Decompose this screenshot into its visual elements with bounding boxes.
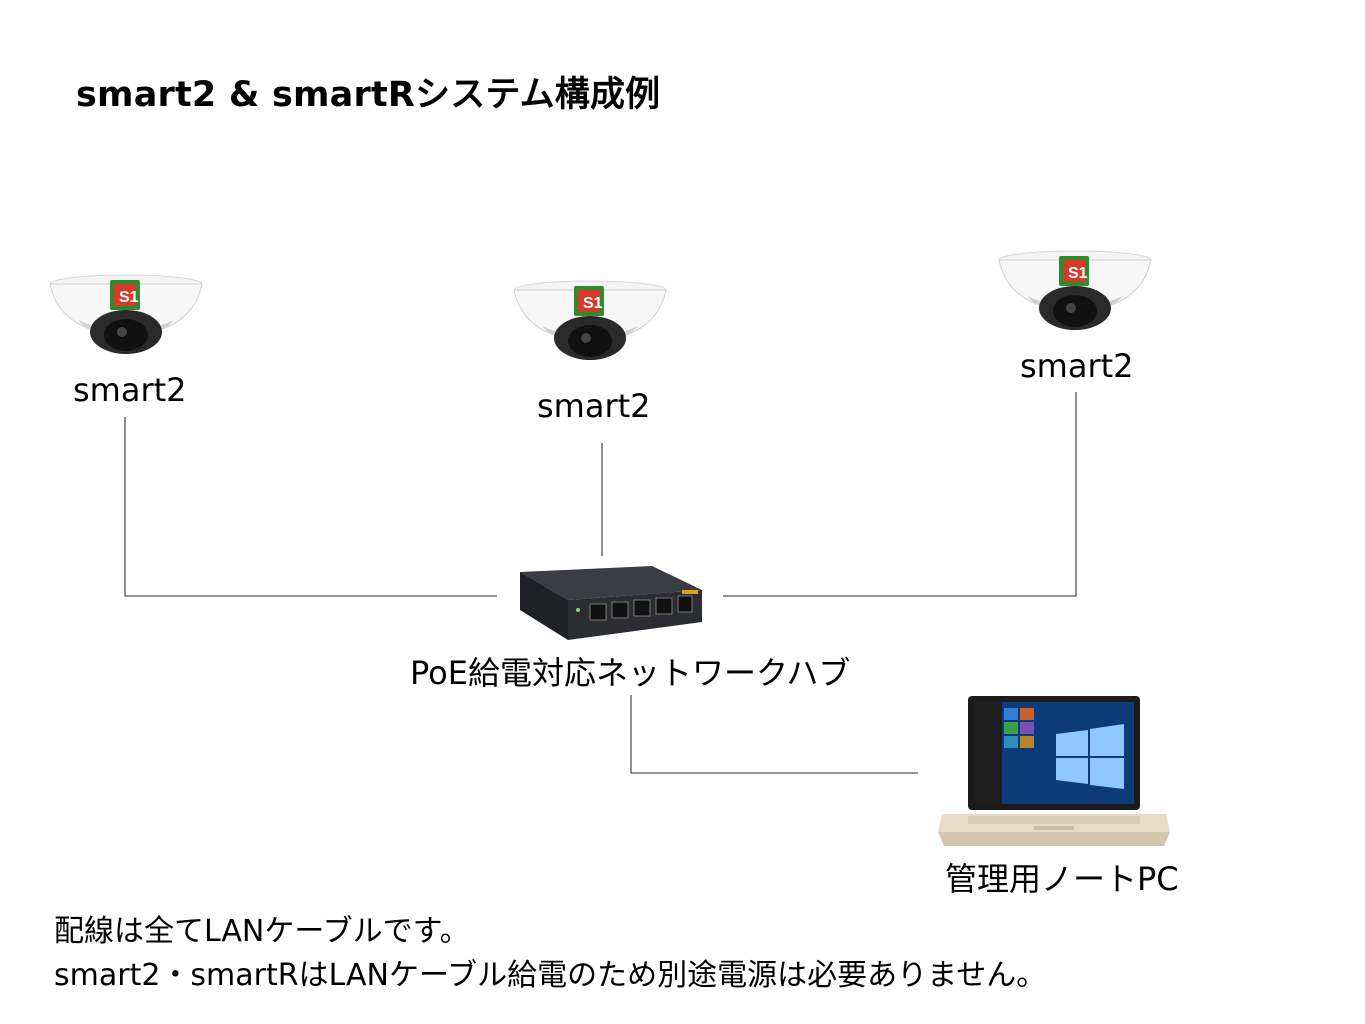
poe-hub <box>512 560 706 642</box>
camera-right-label: smart2 <box>1020 347 1134 385</box>
cable-hub-to-laptop <box>630 695 918 774</box>
laptop <box>938 694 1170 854</box>
laptop-icon <box>938 696 1170 846</box>
camera-left-label: smart2 <box>73 371 187 409</box>
dome-camera-icon: S1 <box>513 280 667 360</box>
network-switch-icon <box>520 566 702 640</box>
cable-left-camera-to-hub <box>124 417 497 597</box>
svg-text:S1: S1 <box>583 295 603 312</box>
note-line-2: smart2・smartRはLANケーブル給電のため別途電源は必要ありません。 <box>54 958 1047 993</box>
camera-center-label: smart2 <box>537 387 651 425</box>
camera-left: S1 <box>48 274 204 364</box>
svg-text:S1: S1 <box>119 289 139 306</box>
svg-text:S1: S1 <box>1068 265 1088 282</box>
camera-center: S1 <box>512 280 668 370</box>
camera-right: S1 <box>997 250 1153 340</box>
note-line-1: 配線は全てLANケーブルです。 <box>54 914 470 949</box>
hub-label: PoE給電対応ネットワークハブ <box>410 654 851 692</box>
dome-camera-icon: S1 <box>49 274 203 354</box>
dome-camera-icon: S1 <box>998 250 1152 330</box>
diagram-title: smart2 & smartRシステム構成例 <box>76 75 661 115</box>
cable-right-camera-to-hub <box>723 392 1077 597</box>
laptop-label: 管理用ノートPC <box>945 860 1179 898</box>
